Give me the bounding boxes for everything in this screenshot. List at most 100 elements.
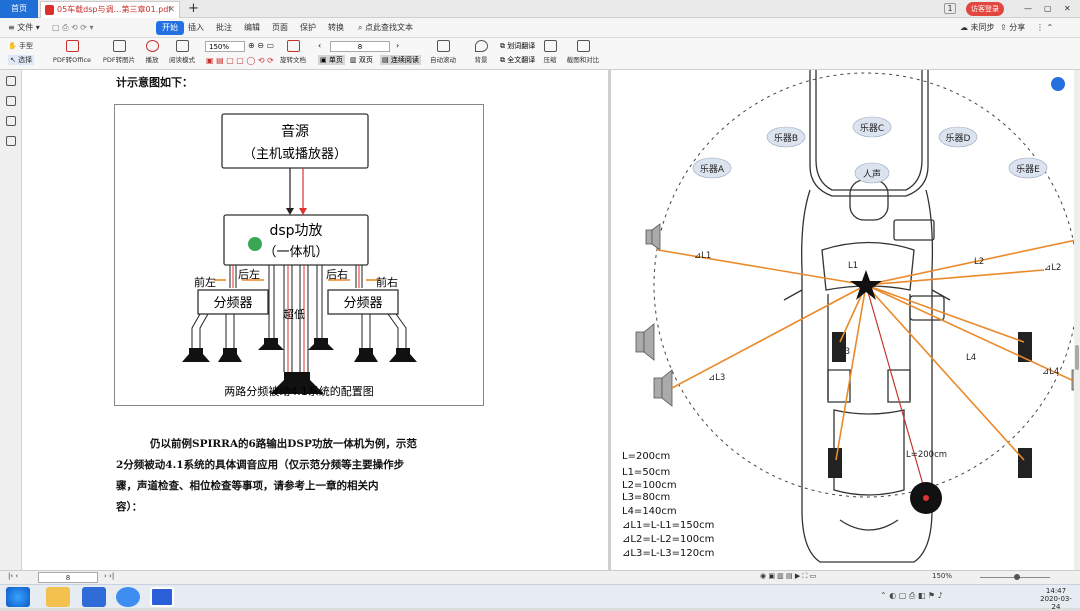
menu-insert[interactable]: 插入 bbox=[188, 23, 204, 32]
search-text[interactable]: ⌕ 点此查找文本 bbox=[358, 21, 413, 35]
menu-page[interactable]: 页面 bbox=[272, 23, 288, 32]
label-l1: L1 bbox=[848, 261, 858, 271]
file-explorer-icon[interactable] bbox=[46, 587, 70, 607]
system-config-diagram: 音源 （主机或播放器） dsp功放 （一体机） 前左 后左 后右 前右 分频器 … bbox=[114, 104, 484, 406]
menu-protect[interactable]: 保护 bbox=[300, 23, 316, 32]
compress-button[interactable]: 压缩 bbox=[542, 40, 558, 68]
moon-icon bbox=[474, 40, 488, 52]
sync-label: 未同步 bbox=[970, 23, 995, 32]
instrument-c: 乐器C bbox=[860, 122, 884, 134]
thumbnail-icon[interactable] bbox=[6, 76, 16, 86]
scrollbar-thumb[interactable] bbox=[1075, 345, 1079, 370]
browser-icon[interactable] bbox=[116, 587, 140, 607]
double-page-button[interactable]: ▥ 双页 bbox=[350, 56, 373, 64]
continuous-read-label: 连续阅读 bbox=[390, 56, 419, 64]
legend-line-1: L=200cm bbox=[622, 451, 670, 462]
maximize-icon[interactable]: ▢ bbox=[1044, 4, 1052, 13]
search-label: 点此查找文本 bbox=[365, 23, 414, 32]
assistant-float-icon[interactable] bbox=[1051, 77, 1065, 91]
tray-icons[interactable]: ⌃ ◐ ▢ ⎙ ◧ ⚑ ♪ bbox=[880, 591, 943, 600]
tab-home[interactable]: 首页 bbox=[0, 0, 38, 18]
hand-tool[interactable]: ✋ 手型 bbox=[8, 42, 33, 50]
full-translate-button[interactable]: ⧉ 全文翻译 bbox=[500, 55, 535, 65]
menu-annotate[interactable]: 批注 bbox=[216, 23, 232, 32]
select-tool-label: 选择 bbox=[18, 56, 33, 64]
menu-convert[interactable]: 转换 bbox=[328, 23, 344, 32]
pdf-to-image-button[interactable]: PDF转图片 bbox=[102, 40, 136, 68]
minimize-icon[interactable]: — bbox=[1024, 4, 1032, 13]
legend-line-6: ⊿L1=L-L1=150cm bbox=[622, 520, 714, 531]
rotate-doc-button[interactable]: 旋转文档 bbox=[278, 40, 308, 68]
attachment-icon[interactable] bbox=[6, 136, 16, 146]
quick-access-icons[interactable]: ▢ ⎙ ⟲ ⟳ ▾ bbox=[52, 23, 94, 32]
status-zoom[interactable]: 150% bbox=[932, 572, 953, 580]
label-delta-l4: ⊿L4 bbox=[1042, 367, 1059, 377]
single-page-button[interactable]: ▣ 单页 bbox=[318, 55, 345, 65]
instrument-d: 乐器D bbox=[946, 132, 971, 144]
pdf-to-office-button[interactable]: PDF转Office bbox=[50, 40, 94, 68]
vertical-scrollbar[interactable] bbox=[1074, 70, 1080, 570]
label-l2: L2 bbox=[974, 257, 984, 267]
pdf-to-office-label: PDF转Office bbox=[52, 56, 92, 64]
view-mode-icons[interactable]: ◉ ▣ ▥ ▤ ▶ ⛶ ▭ bbox=[760, 572, 817, 580]
label-rear-left: 后左 bbox=[238, 268, 260, 281]
continuous-read-button[interactable]: ▤ 连续阅读 bbox=[380, 55, 421, 65]
start-icon[interactable] bbox=[6, 587, 30, 607]
zoom-in-out-icons[interactable]: ⊕ ⊖ ▭ bbox=[248, 41, 275, 50]
taskbar: ⌃ ◐ ▢ ⎙ ◧ ⚑ ♪ 14:47 2020-03-24 bbox=[0, 584, 1080, 611]
play-button[interactable]: 播放 bbox=[142, 40, 162, 68]
document-view[interactable]: 计示意图如下： 音源 （主机或播放器） dsp功放 （一体机） 前左 后左 后右 bbox=[22, 70, 1076, 570]
auto-scroll-button[interactable]: 自动滚动 bbox=[426, 40, 460, 68]
read-mode-button[interactable]: 阅读模式 bbox=[168, 40, 196, 68]
close-window-icon[interactable]: ✕ bbox=[1064, 4, 1071, 13]
taskbar-app-icon[interactable] bbox=[82, 587, 106, 607]
pdf-file-icon bbox=[45, 5, 54, 15]
menu-file-label: 文件 bbox=[17, 23, 34, 32]
instrument-labels: 乐器A 乐器B 乐器C 乐器D 乐器E 人声 bbox=[700, 122, 1040, 180]
close-icon[interactable]: ✕ bbox=[167, 5, 175, 15]
clock[interactable]: 14:47 2020-03-24 bbox=[1038, 587, 1074, 611]
menu-start[interactable]: 开始 bbox=[156, 21, 184, 35]
instrument-b: 乐器B bbox=[774, 132, 798, 144]
zoom-select[interactable]: 150% bbox=[205, 41, 245, 52]
dsp-box bbox=[223, 214, 369, 266]
paragraph-line-2: 2分频被动4.1系统的具体调音应用（仅示范分频等主要操作步 bbox=[116, 459, 405, 471]
tab-document[interactable]: 05车载dsp与调…第三章01.pdf ✕ bbox=[40, 1, 180, 18]
next-page-icon[interactable]: › bbox=[396, 41, 400, 50]
page-number-input[interactable]: 8 bbox=[330, 41, 390, 52]
double-page-label: 双页 bbox=[358, 56, 373, 64]
share-label: 分享 bbox=[1009, 23, 1026, 32]
distance-lines-inner bbox=[835, 269, 1045, 461]
annotation-icon[interactable] bbox=[6, 116, 16, 126]
legend-line-2: L1=50cm bbox=[622, 467, 670, 478]
pdf-to-image-label: PDF转图片 bbox=[102, 56, 136, 64]
prev-page-icon[interactable]: ‹ bbox=[318, 41, 322, 50]
scroll-icon bbox=[436, 40, 450, 52]
left-sidebar bbox=[0, 70, 22, 570]
paragraph-line-3: 骤，声道检查、相位检查等事项，请参考上一章的相关内 bbox=[116, 480, 379, 492]
body-paragraph: 仍以前例SPIRRA的6路输出DSP功放一体机为例，示范 2分频被动4.1系统的… bbox=[116, 434, 511, 518]
status-page-input[interactable]: 8 bbox=[38, 572, 98, 583]
login-button[interactable]: 访客登录 bbox=[966, 2, 1004, 16]
zoom-slider-handle[interactable] bbox=[1014, 574, 1020, 580]
menu-file[interactable]: ≡ 文件 ▾ bbox=[8, 23, 40, 32]
first-page-icon[interactable]: |‹ ‹ bbox=[8, 572, 19, 580]
window-count-badge[interactable]: 1 bbox=[944, 3, 956, 14]
bookmark-icon[interactable] bbox=[6, 96, 16, 106]
select-tool[interactable]: ↖ 选择 bbox=[8, 55, 35, 65]
rotate-doc-label: 旋转文档 bbox=[280, 56, 306, 64]
diagram-caption: 两路分频被动4.1系统的配置图 bbox=[224, 384, 374, 398]
view-tool-icons[interactable]: ▣ ▤ ▢ ▢ ◯ ⟲ ⟳ bbox=[206, 56, 274, 65]
sync-status[interactable]: ☁ 未同步 bbox=[960, 23, 995, 32]
wps-pdf-icon[interactable] bbox=[150, 587, 174, 607]
next-page-icons[interactable]: › ›| bbox=[104, 572, 115, 580]
new-tab-icon[interactable]: + bbox=[188, 1, 199, 16]
screenshot-compare-button[interactable]: 截图和对比 bbox=[566, 40, 600, 68]
word-translate-button[interactable]: ⧉ 划词翻译 bbox=[500, 41, 535, 51]
clock-date: 2020-03-24 bbox=[1040, 595, 1072, 611]
background-button[interactable]: 背景 bbox=[470, 40, 492, 68]
share-button[interactable]: ⇪ 分享 bbox=[1000, 23, 1026, 32]
more-icon[interactable]: ⋮ ⌃ bbox=[1036, 23, 1054, 32]
word-translate-label: 划词翻译 bbox=[507, 42, 536, 50]
menu-edit[interactable]: 编辑 bbox=[244, 23, 260, 32]
